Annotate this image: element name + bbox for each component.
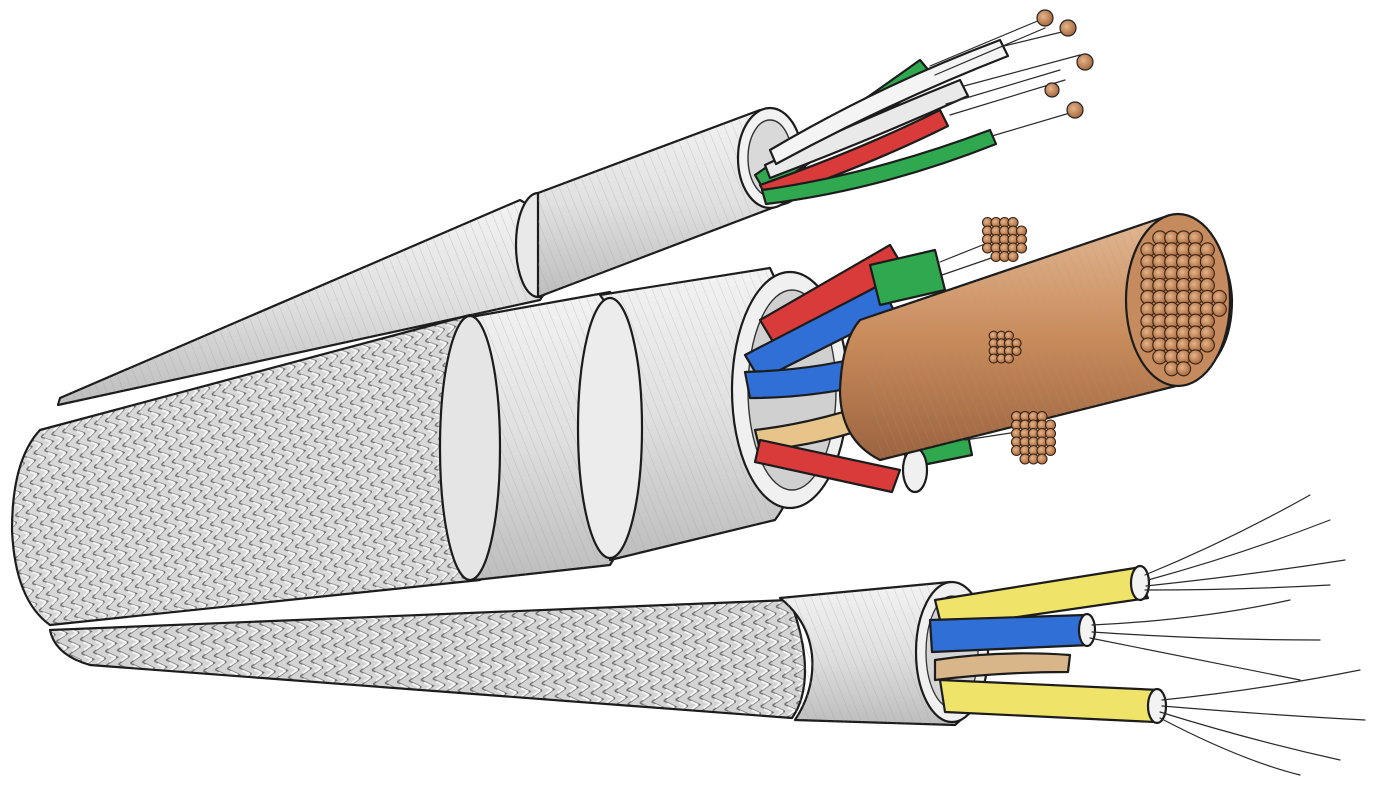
copper-strand <box>1007 250 1019 263</box>
middle-core-strands <box>1140 230 1227 377</box>
upper-strand-bundle <box>981 216 1028 263</box>
lower-conductors <box>928 494 1366 776</box>
copper-strand <box>1176 361 1192 377</box>
copper-strand <box>1003 353 1015 364</box>
middle-braided-cable <box>10 212 1234 627</box>
copper-strand <box>1011 345 1022 357</box>
center-strand-bundle <box>988 330 1022 364</box>
copper-strand <box>1199 337 1215 353</box>
copper-strand <box>1187 349 1204 365</box>
copper-strand <box>1044 444 1057 457</box>
lower-strand-bundle <box>1010 410 1057 465</box>
core-strand-bundle <box>1140 230 1227 377</box>
middle-small-bundles <box>981 216 1057 465</box>
lower-braid-shield <box>48 598 807 720</box>
upper-sheathed-cable <box>56 9 1094 407</box>
lower-braided-cable <box>48 494 1366 776</box>
upper-conductors <box>753 9 1094 206</box>
copper-strand <box>1211 301 1227 317</box>
copper-strand <box>1015 242 1028 254</box>
copper-strand <box>1036 453 1048 465</box>
